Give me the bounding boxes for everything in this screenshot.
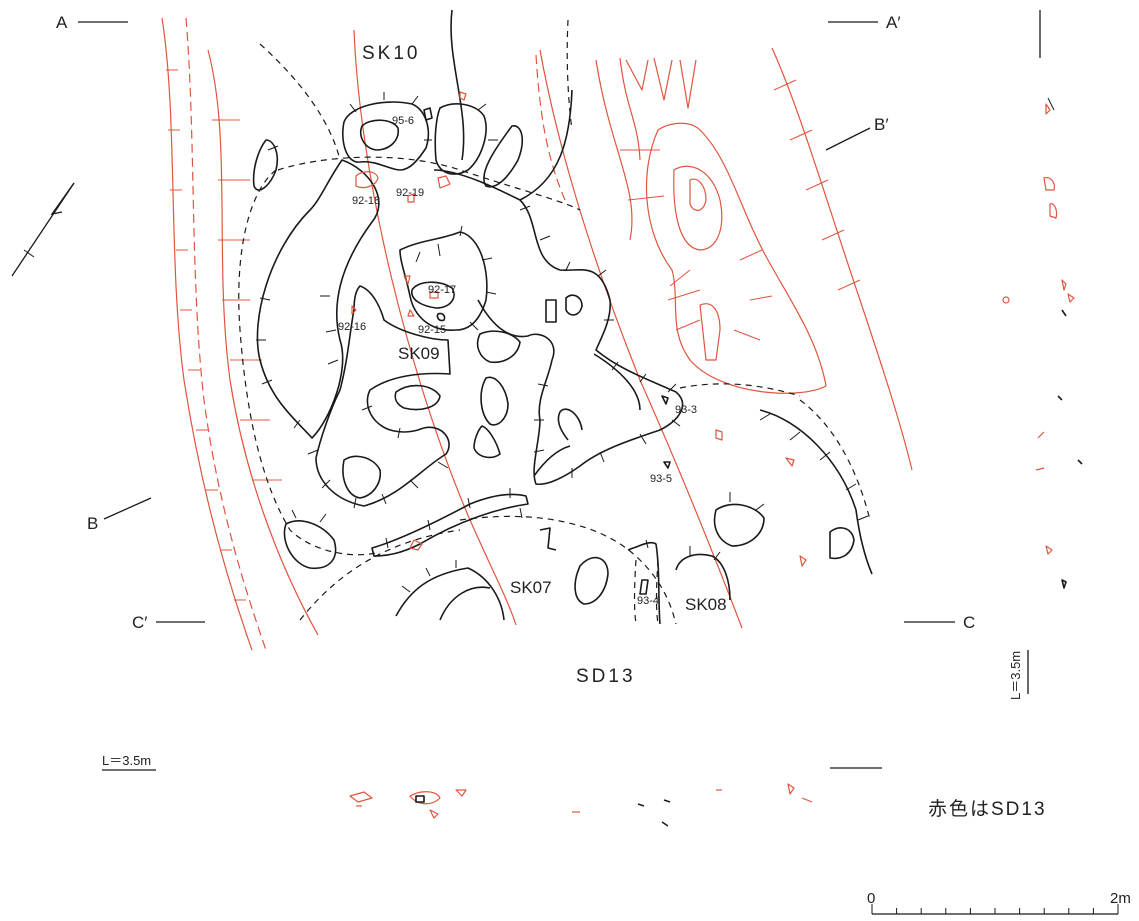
find-number: 95-6 bbox=[392, 115, 414, 127]
section-label-a: A bbox=[56, 13, 68, 32]
red-finds bbox=[349, 91, 1075, 819]
dashed-feature-outlines bbox=[238, 19, 871, 625]
find-number: 93-4 bbox=[637, 595, 659, 607]
scale-bar: 0 2m bbox=[867, 890, 1131, 915]
find-number: 92-19 bbox=[396, 187, 424, 199]
scale-bar-start-label: 0 bbox=[867, 890, 875, 907]
find-number: 92-18 bbox=[352, 195, 380, 207]
label-sk09: SK09 bbox=[398, 344, 440, 363]
level-label-right: L＝3.5m bbox=[1008, 651, 1023, 700]
level-label-left: L＝3.5m bbox=[102, 753, 151, 768]
level-indicator-right: L＝3.5m bbox=[1008, 651, 1023, 700]
scale-bar-ticks bbox=[871, 904, 1119, 914]
sk08-pit-outline bbox=[627, 409, 873, 625]
section-line-b: B bbox=[87, 497, 152, 533]
section-label-c: C bbox=[963, 613, 975, 632]
find-number: 93-3 bbox=[675, 404, 697, 416]
scale-bar-end-label: 2m bbox=[1110, 890, 1131, 907]
find-number: 92-17 bbox=[428, 284, 456, 296]
north-arrow-icon bbox=[11, 182, 75, 277]
sk09-pit-outline bbox=[256, 159, 684, 509]
label-sk07: SK07 bbox=[510, 578, 552, 597]
section-label-b: B bbox=[87, 514, 98, 533]
find-number: 92-16 bbox=[338, 321, 366, 333]
level-marker-lines bbox=[830, 10, 1055, 769]
section-label-b-prime: B′ bbox=[874, 115, 889, 134]
find-number: 93-5 bbox=[650, 473, 672, 485]
sd13-ditch-outline bbox=[161, 17, 913, 651]
section-line-b-prime: B′ bbox=[825, 115, 889, 151]
black-finds bbox=[415, 107, 1083, 827]
sk07-pit-outline bbox=[283, 488, 609, 621]
find-number: 92-15 bbox=[418, 324, 446, 336]
legend-note: 赤色はSD13 bbox=[928, 798, 1047, 820]
section-label-a-prime: A′ bbox=[886, 13, 901, 32]
level-indicator-left: L＝3.5m bbox=[102, 753, 156, 771]
label-sd13: SD13 bbox=[576, 666, 636, 687]
label-sk08: SK08 bbox=[685, 595, 727, 614]
section-line-a-prime: A′ bbox=[828, 13, 901, 32]
section-line-c: C bbox=[904, 613, 975, 632]
section-line-c-prime: C′ bbox=[132, 613, 205, 632]
sk10-pit-outline bbox=[252, 9, 573, 201]
section-label-c-prime: C′ bbox=[132, 613, 147, 632]
section-line-a: A bbox=[56, 13, 128, 32]
label-sk10: SK10 bbox=[362, 43, 420, 64]
